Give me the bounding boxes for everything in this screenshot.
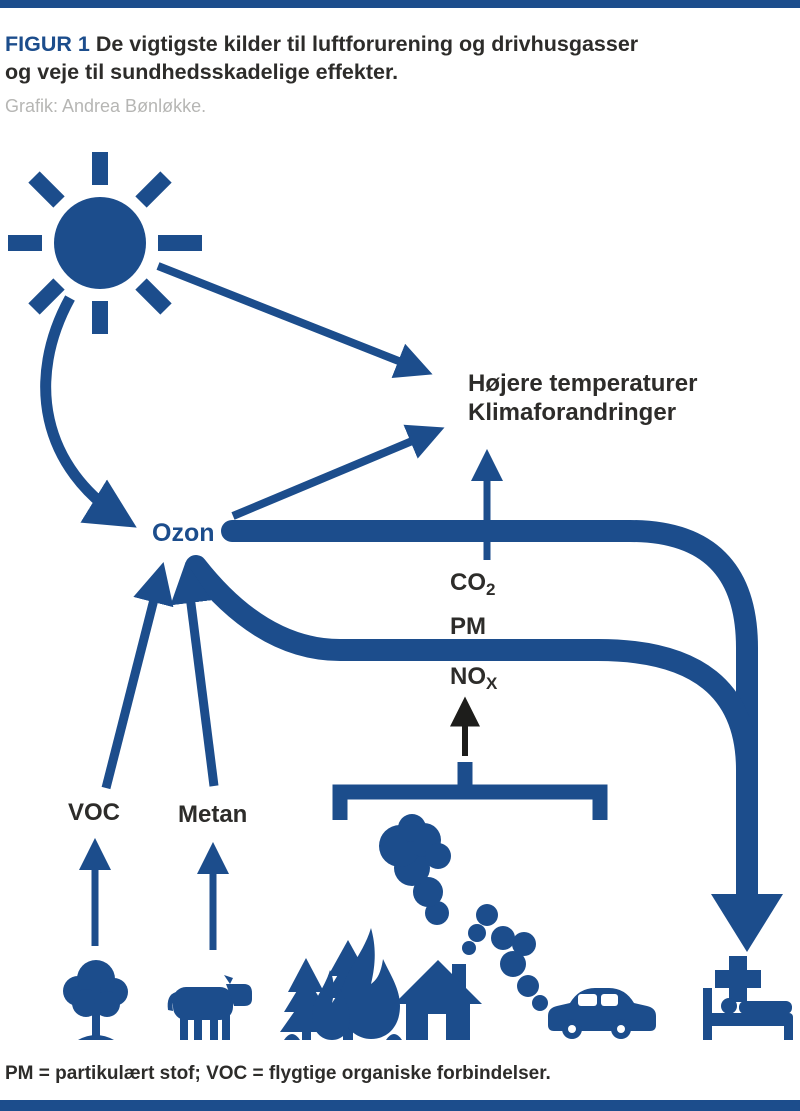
label-co2: CO2 [450,569,495,599]
health-arrowhead-icon [711,894,783,952]
label-metan: Metan [178,801,247,828]
sun-icon [8,152,202,334]
abbreviation-note: PM = partikulært stof; VOC = flygtige or… [5,1063,551,1084]
label-nox-sub: X [486,674,498,693]
cow-icon [167,975,252,1040]
tree-icon [63,960,128,1040]
hospital-bed-icon [703,956,793,1040]
arrow-voc-to-ozone [101,561,174,790]
bottom-rule-bar [0,1100,800,1111]
label-ozone: Ozon [152,519,215,547]
arrow-metan-to-ozone [170,561,219,787]
label-pm: PM [450,613,486,640]
label-co2-sub: 2 [486,580,495,599]
forest-fire-icon [280,928,402,1040]
label-nox: NOX [450,663,498,693]
label-nox-main: NO [450,663,486,690]
figure-title-line1: FIGUR 1 De vigtigste kilder til luftforu… [5,30,797,58]
arrow-sun-to-ozone [40,295,137,528]
figure-header: FIGUR 1 De vigtigste kilder til luftforu… [5,30,797,117]
flow-ozone-to-health [221,520,758,909]
car-icon [491,926,656,1039]
figure-title-line2: og veje til sundhedsskadelige effekter. [5,60,399,85]
figure-title-text1: De vigtigste kilder til luftforurening o… [95,32,639,56]
arrow-ozone-to-climate [231,424,445,520]
fire-smoke-icon [379,814,451,925]
label-climate-line2: Klimaforandringer [468,399,676,426]
sources-bracket [332,784,608,820]
arrow-sun-to-climate [156,262,433,378]
flow-pollutants-to-health [185,555,758,909]
house-icon [394,904,498,1040]
label-co2-main: CO [450,569,486,596]
top-rule-bar [0,0,800,8]
credit-line: Grafik: Andrea Bønløkke. [5,95,207,116]
label-voc: VOC [68,799,120,826]
label-climate-line1: Højere temperaturer [468,370,697,397]
figure-label: FIGUR 1 [5,32,90,56]
